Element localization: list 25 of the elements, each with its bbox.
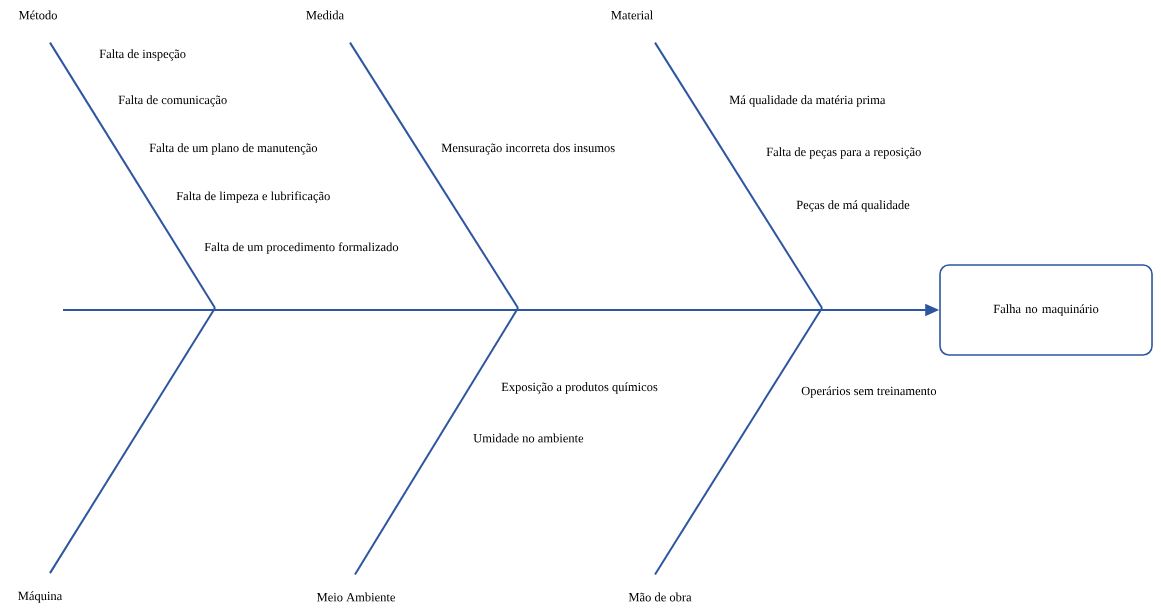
cause-label: Falta de um procedimento formalizado: [204, 242, 399, 254]
effect-box: Falha no maquinário: [939, 264, 1153, 356]
cause-label: Falta de inspeção: [99, 49, 186, 61]
cause-label: Mensuração incorreta dos insumos: [441, 143, 615, 155]
cause-label: Exposição a produtos químicos: [501, 382, 658, 394]
cause-label: Falta de um plano de manutenção: [149, 143, 318, 155]
cause-label: Falta de peças para a reposição: [766, 147, 921, 159]
bone-line: [354, 307, 519, 576]
bone-line: [49, 307, 216, 575]
cause-label: Operários sem treinamento: [801, 386, 937, 398]
category-label: Material: [611, 10, 653, 20]
cause-label: Má qualidade da matéria prima: [729, 95, 886, 107]
bone-line: [654, 307, 823, 576]
category-label: Mão de obra: [628, 592, 692, 602]
cause-label: Peças de má qualidade: [796, 200, 910, 212]
cause-label: Falta de limpeza e lubrificação: [176, 191, 330, 203]
bone-line: [49, 41, 216, 309]
cause-label: Falta de comunicação: [118, 95, 227, 107]
category-label: Meio Ambiente: [316, 592, 395, 602]
category-label: Medida: [306, 10, 344, 20]
bone-line: [349, 41, 519, 309]
cause-label: Umidade no ambiente: [473, 433, 584, 443]
category-label: Máquina: [18, 591, 63, 603]
bone-line: [654, 41, 823, 309]
category-label: Método: [18, 10, 57, 20]
